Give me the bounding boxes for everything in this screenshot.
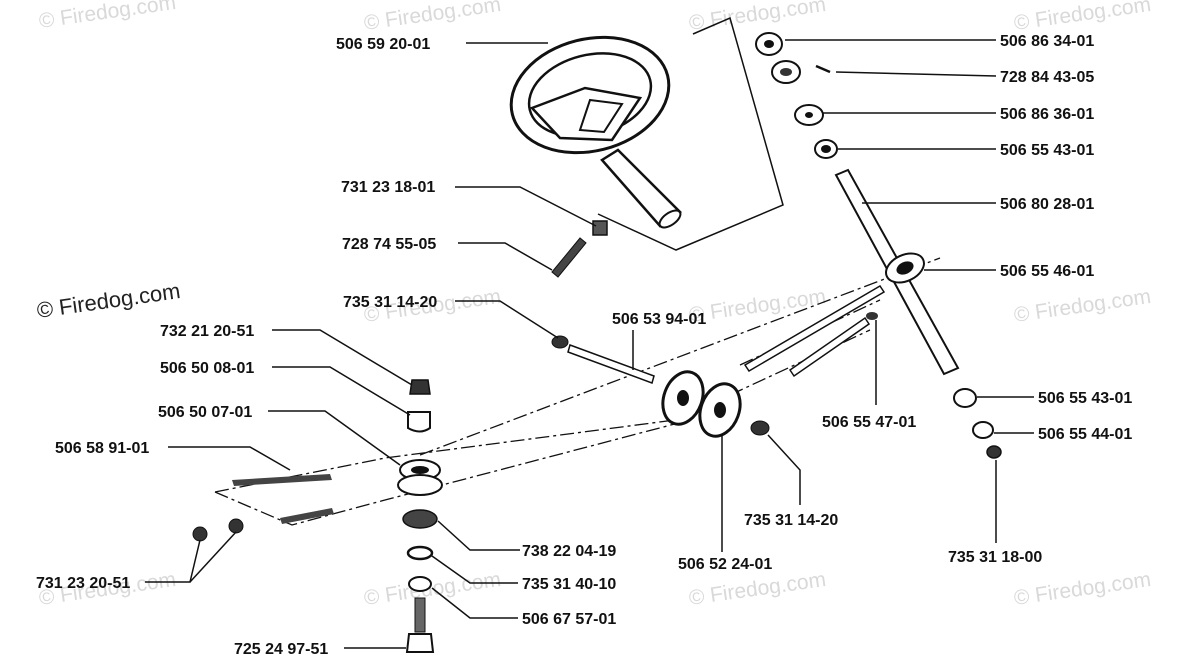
part-label: 731 23 18-01 <box>341 179 435 196</box>
steering-shaft <box>834 168 1002 459</box>
part-label: 506 50 07-01 <box>158 404 252 421</box>
steering-phantom-box <box>597 16 784 251</box>
part-label: 506 59 20-01 <box>336 36 430 53</box>
part-label: 731 23 20-51 <box>36 575 130 592</box>
part-label: 738 22 04-19 <box>522 543 616 560</box>
part-label: 735 31 40-10 <box>522 576 616 593</box>
part-label: 506 53 94-01 <box>612 311 706 328</box>
steering-wheel <box>509 35 682 229</box>
part-label: 725 24 97-51 <box>234 641 328 658</box>
part-label: 506 55 46-01 <box>1000 263 1094 280</box>
watermark: © Firedog.com <box>687 568 827 610</box>
part-label: 506 55 43-01 <box>1038 390 1132 407</box>
watermark: © Firedog.com <box>687 0 827 35</box>
part-label: 506 50 08-01 <box>160 360 254 377</box>
watermark: © Firedog.com <box>687 285 827 327</box>
upper-stack <box>755 32 838 159</box>
part-label: 735 31 18-00 <box>948 549 1042 566</box>
part-label: 732 21 20-51 <box>160 323 254 340</box>
wheel-nut-and-bolt <box>551 220 608 278</box>
tie-rods <box>743 284 886 378</box>
part-labels: 506 59 20-01 731 23 18-01 728 74 55-05 7… <box>36 33 1132 658</box>
part-label: 506 86 34-01 <box>1000 33 1094 50</box>
part-label: 506 58 91-01 <box>55 440 149 457</box>
pivot-stack <box>397 379 443 653</box>
linkage-phantom-line-lower <box>214 419 691 526</box>
part-label: 506 55 44-01 <box>1038 426 1132 443</box>
part-label: 728 74 55-05 <box>342 236 436 253</box>
part-label: 506 55 43-01 <box>1000 142 1094 159</box>
watermark: © Firedog.com <box>362 0 502 35</box>
part-label: 506 52 24-01 <box>678 556 772 573</box>
watermark-main: © Firedog.com <box>35 278 182 323</box>
watermark: © Firedog.com <box>1012 568 1152 610</box>
pinion-gears <box>551 335 770 438</box>
watermark: © Firedog.com <box>1012 285 1152 327</box>
part-label: 506 80 28-01 <box>1000 196 1094 213</box>
watermark: © Firedog.com <box>37 0 177 33</box>
part-label: 506 67 57-01 <box>522 611 616 628</box>
watermark: © Firedog.com <box>1012 0 1152 35</box>
part-label: 735 31 14-20 <box>343 294 437 311</box>
part-label: 728 84 43-05 <box>1000 69 1094 86</box>
part-label: 735 31 14-20 <box>744 512 838 529</box>
part-label: 506 55 47-01 <box>822 414 916 431</box>
part-label: 506 86 36-01 <box>1000 106 1094 123</box>
drag-link <box>192 474 334 542</box>
leader-lines <box>145 39 1034 649</box>
phantom-line-upper <box>419 257 941 456</box>
